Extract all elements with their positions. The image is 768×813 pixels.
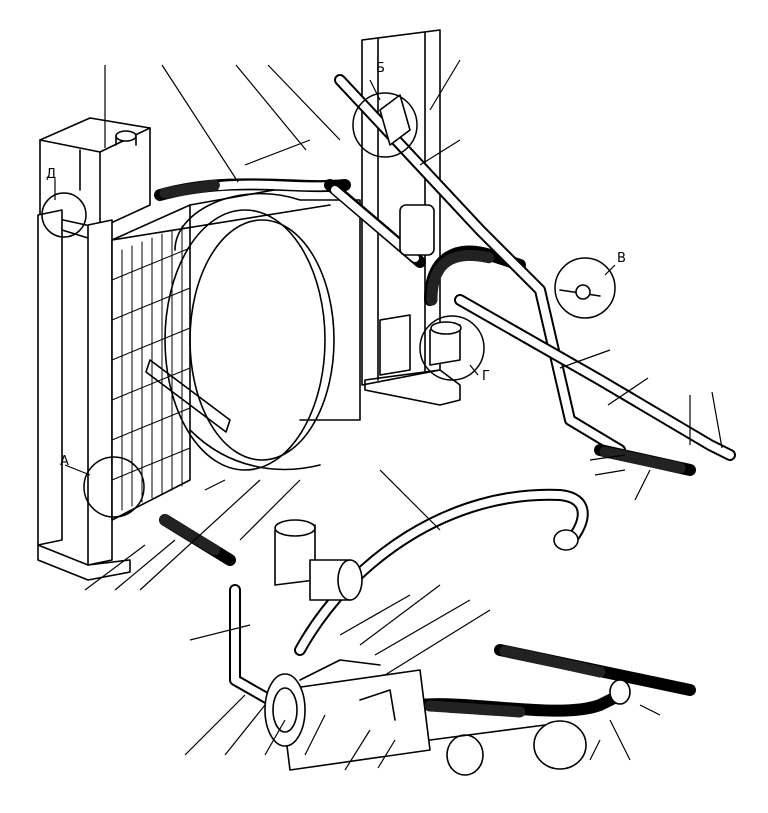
leader-lines (84, 59, 723, 771)
heater-unit (264, 659, 587, 776)
label-d: Д (46, 167, 57, 182)
fan-shroud (145, 192, 361, 471)
label-b: Б (376, 61, 385, 76)
detail-callouts (41, 79, 616, 518)
callout-ring-v (554, 257, 616, 319)
lower-pipework (159, 488, 696, 718)
radiator-assembly (37, 117, 331, 581)
label-g: Г (482, 369, 490, 384)
callout-ring-b (352, 92, 418, 158)
upper-pipework (154, 74, 736, 476)
callout-ring-g (419, 315, 485, 381)
callout-ring-a (83, 456, 145, 518)
callout-ring-d (41, 192, 87, 238)
label-a: А (60, 454, 69, 469)
radiator-core-grid (111, 225, 191, 511)
label-v: В (617, 251, 626, 266)
